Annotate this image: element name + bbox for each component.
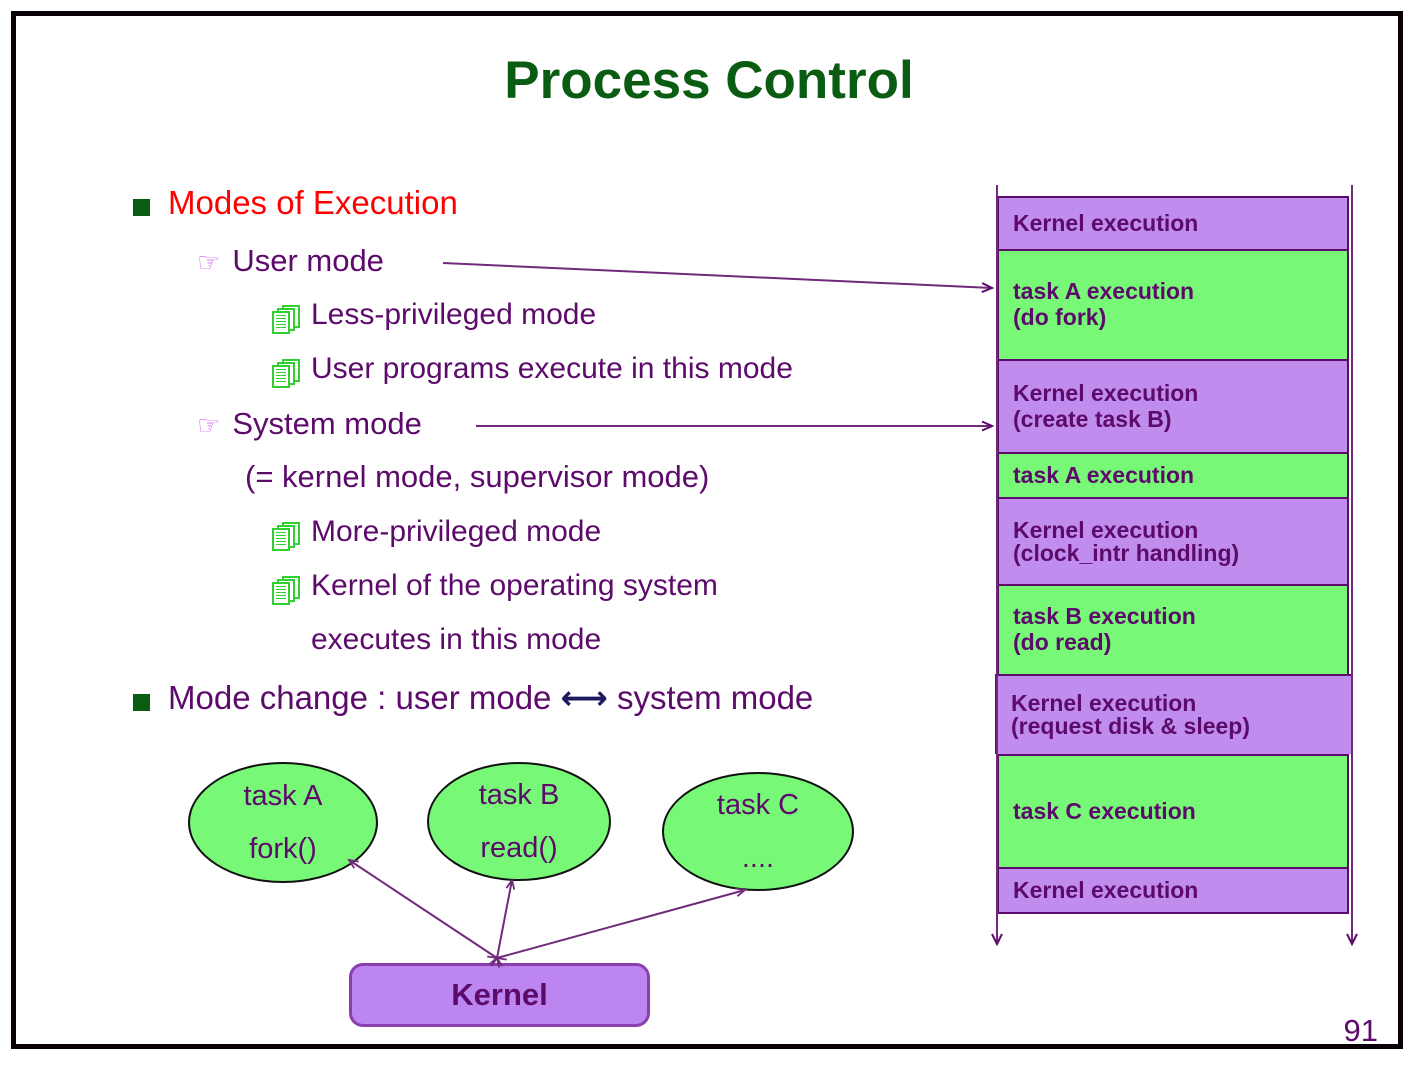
mode-change-text-b: system mode (607, 679, 814, 716)
task-a-line2: fork() (249, 832, 317, 865)
page-title: Process Control (504, 51, 914, 110)
timeline-block: Kernel execution (997, 196, 1349, 249)
bullet-kernel-of-the-os: Kernel of the operating system (272, 570, 718, 606)
timeline-block: Kernel execution (request disk & sleep) (995, 674, 1353, 754)
bullet-user-mode: ☞ User mode (197, 243, 384, 278)
pointing-hand-icon: ☞ (197, 410, 221, 440)
documents-stack-icon (272, 305, 302, 335)
bullet-label: Kernel of the operating system (311, 569, 718, 602)
bullet-label: Modes of Execution (168, 184, 458, 221)
bullet-less-privileged-mode: Less-privileged mode (272, 299, 596, 335)
bullet-mode-change: Mode change : user mode ⟷ system mode (133, 679, 814, 716)
timeline-block: task A execution (997, 452, 1349, 497)
timeline-block: task C execution (997, 754, 1349, 867)
timeline-block: task B execution (do read) (997, 584, 1349, 674)
pointing-hand-icon: ☞ (197, 247, 221, 277)
task-b-line1: task B (478, 778, 560, 811)
bullet-label: executes in this mode (311, 623, 602, 656)
kernel-box-label: Kernel (451, 977, 548, 1012)
task-c-ellipse: task C .... (662, 772, 854, 891)
execution-timeline-stack: Kernel execution task A execution (do fo… (995, 196, 1353, 914)
documents-stack-icon (272, 359, 302, 389)
bullet-modes-of-execution: Modes of Execution (133, 184, 458, 221)
mode-change-text-a: Mode change : user mode (168, 679, 561, 716)
task-b-line2: read() (480, 831, 558, 864)
task-a-line1: task A (243, 779, 323, 812)
documents-stack-icon (272, 576, 302, 606)
page-number: 91 (1343, 1013, 1378, 1048)
bullet-label: User mode (232, 243, 384, 278)
double-arrow-icon: ⟷ (560, 679, 608, 716)
task-b-ellipse: task B read() (427, 762, 611, 881)
bullet-system-mode-alias: (= kernel mode, supervisor mode) (245, 459, 710, 494)
kernel-box: Kernel (349, 963, 650, 1027)
bullet-user-programs-execute: User programs execute in this mode (272, 353, 793, 389)
bullet-system-mode: ☞ System mode (197, 406, 422, 441)
slide-frame-border (11, 11, 1403, 1049)
bullet-label: System mode (232, 406, 422, 441)
timeline-block: Kernel execution (997, 867, 1349, 914)
bullet-label: Less-privileged mode (311, 298, 597, 331)
task-c-line2: .... (741, 841, 775, 874)
timeline-block: Kernel execution (clock_intr handling) (997, 497, 1349, 584)
task-c-line1: task C (716, 788, 800, 821)
bullet-label: More-privileged mode (311, 515, 602, 548)
task-a-ellipse: task A fork() (188, 762, 378, 883)
square-bullet-icon (133, 694, 150, 711)
alias-label: (= kernel mode, supervisor mode) (245, 459, 710, 494)
timeline-block: task A execution (do fork) (997, 249, 1349, 359)
bullet-kernel-of-the-os-cont: executes in this mode (311, 624, 601, 656)
square-bullet-icon (133, 199, 150, 216)
bullet-label: User programs execute in this mode (311, 352, 793, 385)
documents-stack-icon (272, 522, 302, 552)
timeline-block: Kernel execution (create task B) (997, 359, 1349, 452)
bullet-more-privileged-mode: More-privileged mode (272, 516, 601, 552)
